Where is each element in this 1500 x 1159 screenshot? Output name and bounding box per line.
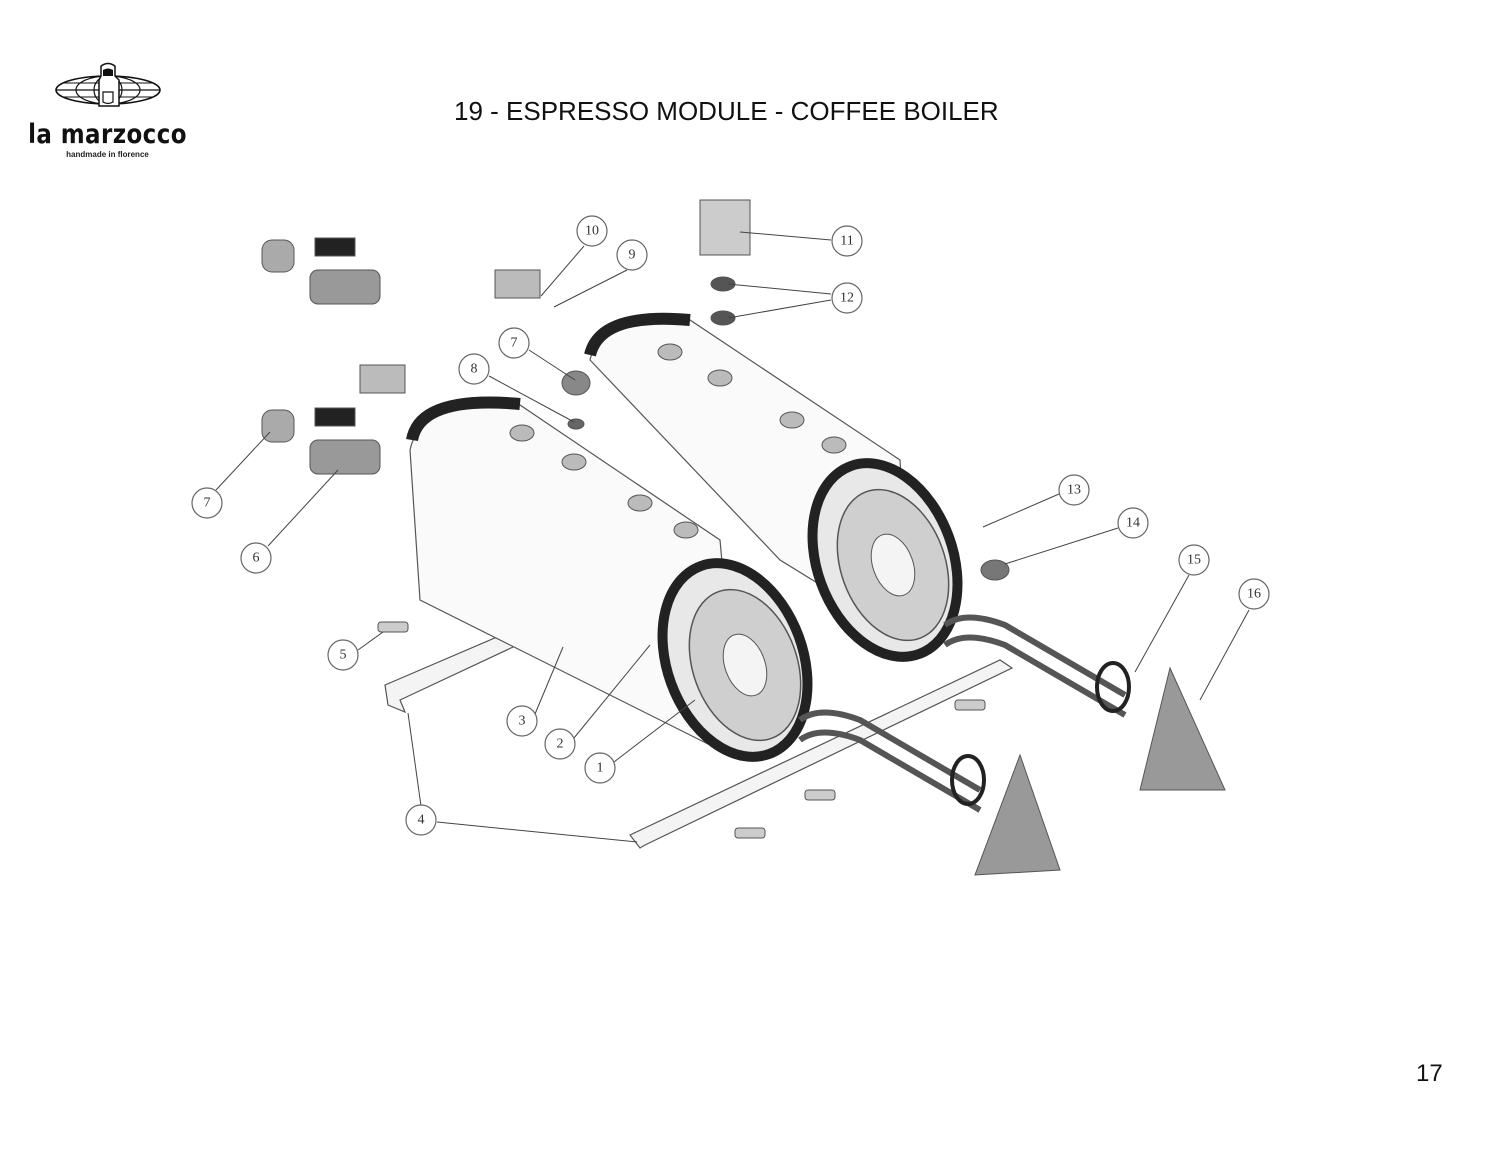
- valves-and-nuts: [261, 199, 1010, 581]
- svg-text:1: 1: [597, 761, 604, 776]
- callout-2: 2: [544, 728, 576, 760]
- svg-text:2: 2: [557, 737, 564, 752]
- callout-4: 4: [405, 804, 437, 836]
- coffee-boiler-right: [584, 312, 963, 662]
- svg-text:15: 15: [1187, 553, 1201, 568]
- svg-text:3: 3: [519, 714, 526, 729]
- svg-text:8: 8: [471, 362, 478, 377]
- callout-7-top: 7: [498, 327, 530, 359]
- callout-11: 11: [831, 225, 863, 257]
- globe-lion-emblem-icon: [54, 62, 161, 107]
- svg-text:4: 4: [418, 813, 425, 828]
- svg-text:7: 7: [204, 496, 211, 511]
- heating-elements: [798, 614, 1131, 813]
- callout-10: 10: [576, 215, 608, 247]
- logo-wordmark: la marzocco: [28, 119, 187, 150]
- svg-text:6: 6: [253, 551, 260, 566]
- la-marzocco-logo: la marzocco handmade in florence: [10, 62, 205, 159]
- callout-14: 14: [1117, 507, 1149, 539]
- svg-text:11: 11: [840, 234, 853, 249]
- page-title: 19 - ESPRESSO MODULE - COFFEE BOILER: [454, 96, 999, 126]
- logo-tagline: handmade in florence: [66, 150, 149, 159]
- screws: [377, 621, 986, 839]
- svg-text:14: 14: [1126, 516, 1140, 531]
- callout-8: 8: [458, 353, 490, 385]
- callout-12: 12: [831, 282, 863, 314]
- boiler-fittings: [509, 343, 847, 539]
- svg-text:13: 13: [1067, 483, 1081, 498]
- callout-7-left: 7: [191, 487, 223, 519]
- svg-text:10: 10: [585, 224, 599, 239]
- callout-3: 3: [506, 705, 538, 737]
- callout-1: 1: [584, 752, 616, 784]
- leader-lines: [215, 231, 1250, 843]
- callout-16: 16: [1238, 578, 1270, 610]
- svg-text:16: 16: [1247, 587, 1261, 602]
- callout-9: 9: [616, 239, 648, 271]
- svg-text:7: 7: [511, 336, 518, 351]
- callout-15: 15: [1178, 544, 1210, 576]
- callout-5: 5: [327, 639, 359, 671]
- svg-text:9: 9: [629, 248, 636, 263]
- callout-6: 6: [240, 542, 272, 574]
- page-number: 17: [1416, 1060, 1443, 1087]
- heating-element-flanges: [974, 666, 1226, 876]
- coffee-boiler-left: [406, 396, 813, 762]
- svg-text:5: 5: [340, 648, 347, 663]
- svg-text:12: 12: [840, 291, 854, 306]
- callout-13: 13: [1058, 474, 1090, 506]
